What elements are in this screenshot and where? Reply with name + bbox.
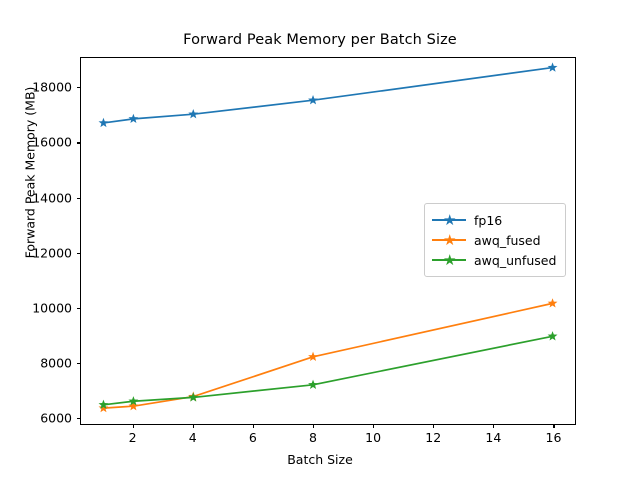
x-tick-label: 2	[128, 430, 137, 445]
legend-star-icon: ★	[443, 211, 457, 229]
data-point-marker	[128, 401, 139, 411]
legend-item-awq_fused[interactable]: ★ awq_fused	[432, 230, 556, 250]
legend-star-icon: ★	[443, 251, 457, 269]
legend-swatch: ★	[432, 251, 466, 269]
legend-line-sample	[432, 259, 466, 261]
data-point-marker	[547, 331, 558, 341]
x-tick-label: 4	[188, 430, 197, 445]
legend-star-icon: ★	[443, 231, 457, 249]
data-point-marker	[308, 379, 318, 389]
y-tick-label: 8000	[40, 355, 72, 371]
series-line-awq_unfused	[103, 335, 553, 406]
series-canvas	[98, 62, 558, 413]
data-point-marker	[128, 396, 139, 406]
legend-line-sample	[432, 239, 466, 241]
legend-swatch: ★	[432, 231, 466, 249]
y-axis-label: Forward Peak Memory (MB)	[22, 86, 38, 259]
y-tick-label: 10000	[32, 300, 72, 316]
data-point-marker	[547, 62, 558, 72]
x-tick-label: 12	[425, 430, 442, 445]
data-point-marker	[308, 95, 318, 105]
legend: ★ fp16 ★ awq_fused ★ awq_unfused	[424, 203, 567, 277]
x-tick-label: 14	[485, 430, 502, 445]
x-tick-label: 6	[248, 430, 257, 445]
data-point-marker	[98, 117, 109, 128]
legend-item-fp16[interactable]: ★ fp16	[432, 210, 556, 230]
data-point-marker	[98, 402, 109, 413]
legend-label: awq_fused	[474, 232, 541, 248]
chart-title: Forward Peak Memory per Batch Size	[183, 32, 457, 48]
data-point-marker	[188, 392, 199, 402]
data-point-marker	[188, 109, 199, 119]
x-tick-label: 8	[308, 430, 317, 445]
legend-label: awq_unfused	[474, 252, 557, 268]
legend-label: fp16	[474, 212, 503, 228]
data-point-marker	[308, 351, 318, 362]
series-line-awq_fused	[103, 302, 553, 409]
data-point-marker	[547, 298, 558, 308]
legend-item-awq_unfused[interactable]: ★ awq_unfused	[432, 250, 556, 270]
y-tick-label: 6000	[40, 410, 72, 426]
series-line-fp16	[103, 66, 553, 124]
legend-swatch: ★	[432, 211, 466, 229]
data-point-marker	[128, 113, 139, 124]
data-point-marker	[98, 399, 109, 409]
x-tick-label: 10	[365, 430, 382, 445]
x-tick-label: 16	[545, 430, 562, 445]
x-axis-label: Batch Size	[287, 452, 353, 467]
legend-line-sample	[432, 219, 466, 221]
